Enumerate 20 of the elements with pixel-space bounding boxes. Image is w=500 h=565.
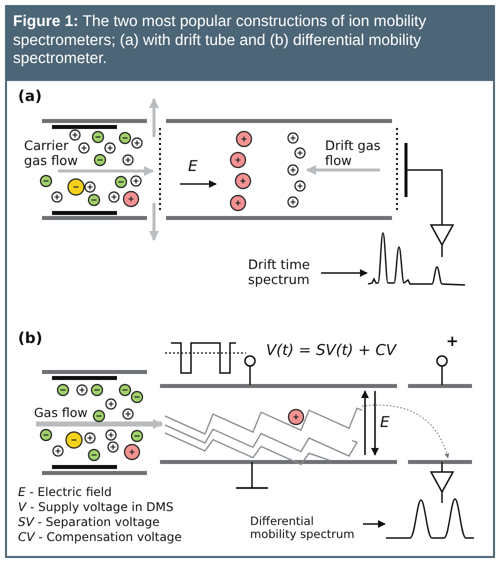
spectrum-curve: [386, 498, 474, 539]
spectrum-curve: [368, 232, 466, 286]
flow-label: Drift gas flow: [325, 140, 382, 170]
key-entry: V - Supply voltage in DMS: [18, 501, 174, 515]
key-entry: E - Electric field: [18, 486, 112, 500]
field-symbol: E: [188, 158, 198, 176]
leader-arrow: [321, 269, 368, 277]
flow-label: Carrier gas flow: [24, 140, 79, 170]
voltage-equation: V(t) = SV(t) + CV: [266, 342, 396, 360]
key-entry: CV - Compensation voltage: [18, 531, 182, 545]
field-symbol: E: [380, 414, 390, 432]
flow-label: Gas flow: [34, 406, 88, 420]
callout-text: Drift time spectrum: [248, 259, 318, 289]
panel-label: (b): [18, 330, 42, 348]
leader-arrow: [363, 520, 386, 528]
polarity-sign: +: [446, 333, 459, 350]
key-entry: SV - Separation voltage: [18, 516, 160, 530]
figure-title: Figure 1: The two most popular constructions of ion mobility spectrometers; (a) with drift tube and (b) differential mobility spectrometer.: [5, 5, 495, 80]
panel-label: (a): [18, 88, 42, 106]
callout-text: Differential mobility spectrum: [250, 515, 360, 542]
